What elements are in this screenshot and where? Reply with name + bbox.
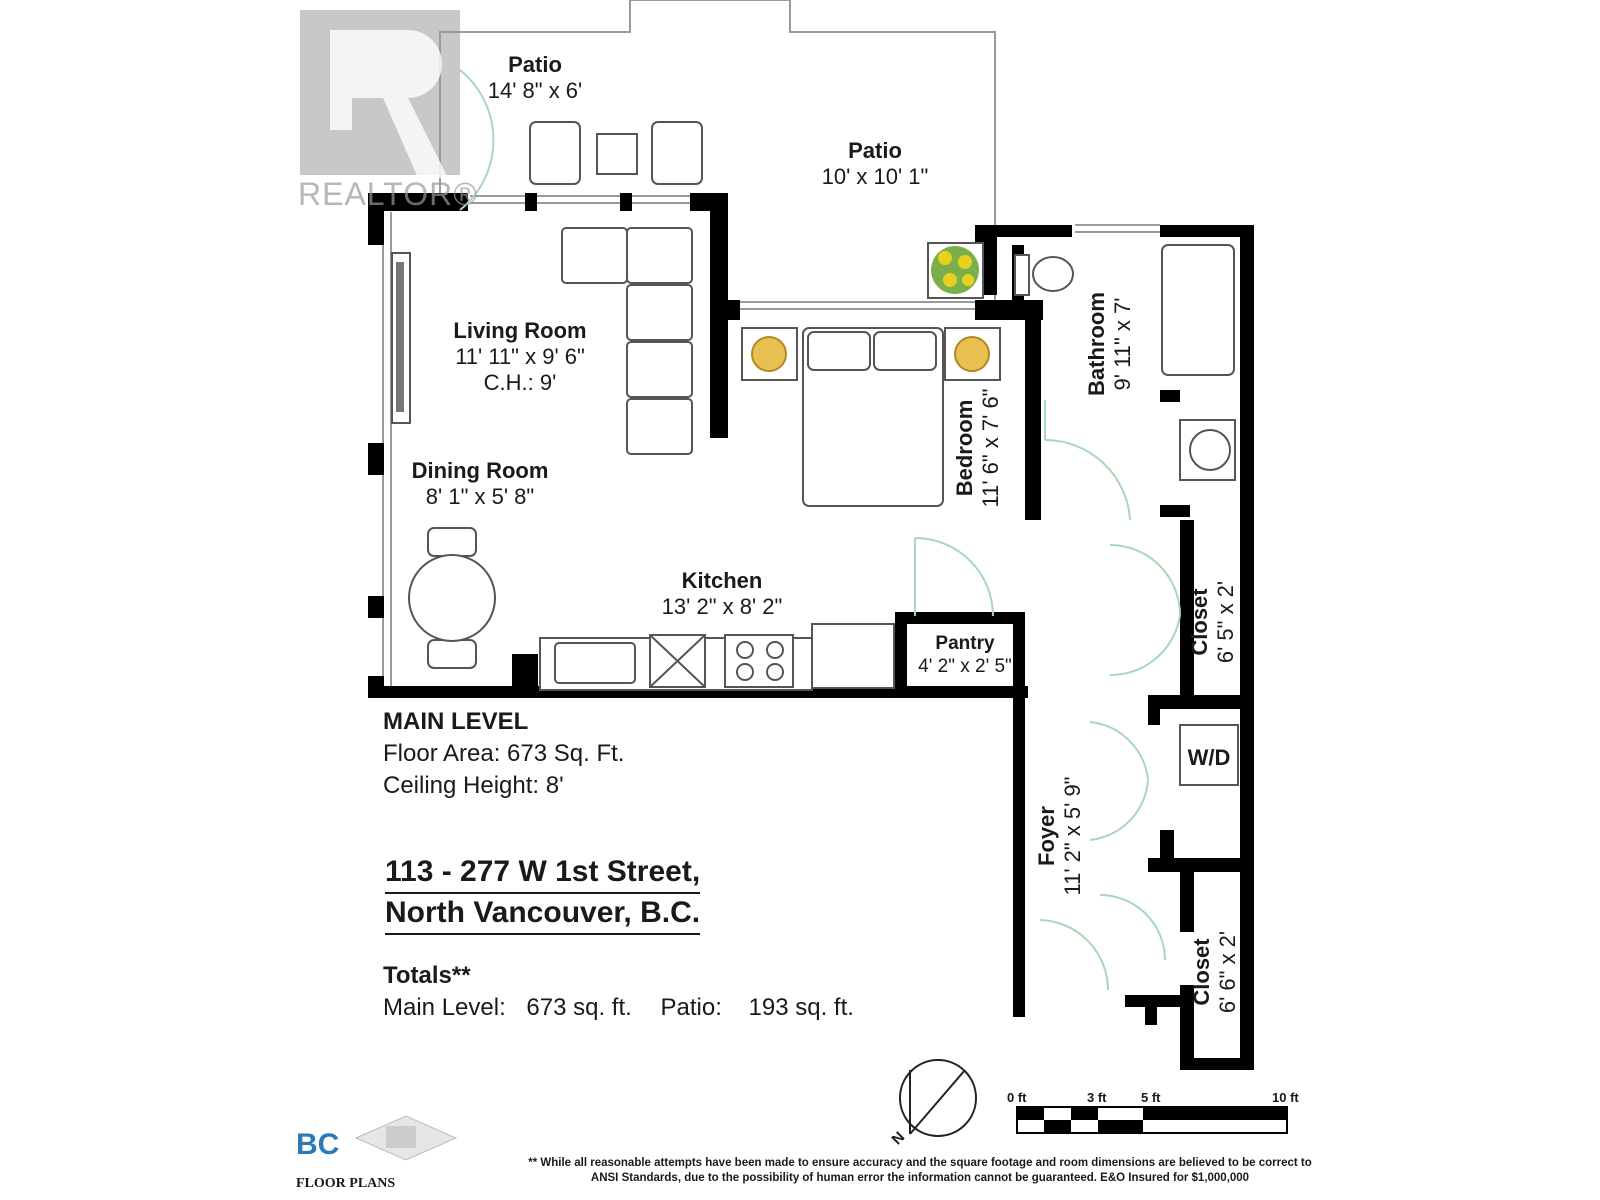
- scale-mark-0: 0 ft: [1007, 1090, 1027, 1105]
- door-swings: [459, 69, 1181, 991]
- room-name: Living Room: [453, 318, 587, 343]
- room-dims: 14' 8" x 6': [487, 78, 583, 103]
- dining-table: [408, 527, 496, 669]
- room-name: Bedroom: [952, 399, 977, 497]
- room-name: W/D: [1187, 745, 1231, 770]
- room-name: Kitchen: [681, 568, 763, 593]
- floor-area: Floor Area: 673 Sq. Ft.: [383, 740, 625, 767]
- room-name: Foyer: [1034, 806, 1059, 866]
- patio-furniture: [529, 121, 703, 185]
- realtor-watermark: REALTOR®: [298, 8, 477, 213]
- disclaimer-text: ** While all reasonable attempts have be…: [528, 1157, 1312, 1184]
- bedroom-label: Bedroom 11' 6" x 7' 6": [952, 378, 1004, 518]
- living-room-label: Living Room 11' 11" x 9' 6" C.H.: 9': [440, 318, 600, 396]
- patio-outline: [439, 0, 996, 308]
- totals-title: Totals**: [383, 962, 471, 989]
- room-dims: 8' 1" x 5' 8": [425, 484, 535, 509]
- closet-lower-label: Closet 6' 6" x 2': [1189, 917, 1241, 1027]
- room-name: Pantry: [935, 633, 995, 654]
- totals-main-label: Main Level:: [383, 994, 506, 1021]
- kitchen-label: Kitchen 13' 2" x 8' 2": [652, 568, 792, 620]
- patio-small-label: Patio 14' 8" x 6': [480, 52, 590, 104]
- scale-mark-10: 10 ft: [1272, 1090, 1299, 1105]
- room-dims: 11' 6" x 7' 6": [978, 388, 1003, 508]
- room-name: Dining Room: [411, 458, 549, 483]
- level-info: MAIN LEVEL Floor Area: 673 Sq. Ft. Ceili…: [383, 706, 624, 802]
- wd-label: W/D: [1184, 745, 1234, 771]
- totals-patio-value: 193 sq. ft.: [748, 994, 854, 1021]
- totals-patio-label: Patio:: [660, 994, 722, 1021]
- bathroom-fixtures: [1014, 244, 1236, 481]
- room-name: Patio: [508, 52, 562, 77]
- bc-logo-text: BC: [296, 1128, 340, 1161]
- room-extra: C.H.: 9': [483, 370, 557, 395]
- room-dims: 11' 2" x 5' 9": [1060, 776, 1085, 896]
- bathroom-label: Bathroom 9' 11" x 7': [1084, 279, 1136, 409]
- totals-main-value: 673 sq. ft.: [526, 994, 632, 1021]
- address-line-2: North Vancouver, B.C.: [385, 893, 701, 935]
- sofa: [561, 227, 693, 455]
- room-dims: 4' 2" x 2' 5": [918, 656, 1012, 677]
- room-dims: 9' 11" x 7': [1110, 297, 1135, 391]
- compass: [899, 1059, 977, 1137]
- foyer-label: Foyer 11' 2" x 5' 9": [1034, 776, 1086, 896]
- pantry-label: Pantry 4' 2" x 2' 5": [905, 632, 1025, 678]
- planter: [927, 242, 984, 299]
- room-dims: 10' x 10' 1": [821, 164, 929, 189]
- room-dims: 6' 5" x 2': [1213, 580, 1238, 664]
- ceiling-height: Ceiling Height: 8': [383, 772, 564, 799]
- bed: [741, 327, 1001, 507]
- realtor-text: REALTOR®: [298, 176, 478, 212]
- room-name: Closet: [1187, 588, 1212, 656]
- bc-logo-subtext: FLOOR PLANS: [296, 1176, 396, 1191]
- room-name: Closet: [1189, 938, 1214, 1006]
- room-dims: 6' 6" x 2': [1215, 930, 1240, 1014]
- kitchen-counter: [539, 623, 895, 691]
- room-name: Patio: [848, 138, 902, 163]
- closet-upper-label: Closet 6' 5" x 2': [1187, 567, 1239, 677]
- dining-room-label: Dining Room 8' 1" x 5' 8": [405, 458, 555, 510]
- wd-unit: [1179, 724, 1239, 786]
- scale-mark-3: 3 ft: [1087, 1090, 1107, 1105]
- level-title: MAIN LEVEL: [383, 708, 529, 735]
- bc-logo-icon: [354, 1115, 458, 1161]
- room-name: Bathroom: [1084, 292, 1109, 396]
- address-line-1: 113 - 277 W 1st Street,: [385, 852, 701, 894]
- scale-bar: [1016, 1106, 1288, 1134]
- scale-mark-5: 5 ft: [1141, 1090, 1161, 1105]
- room-dims: 11' 11" x 9' 6": [455, 344, 585, 369]
- realtor-logo-icon: [300, 10, 460, 178]
- patio-large-label: Patio 10' x 10' 1": [815, 138, 935, 190]
- totals-block: Totals** Main Level: 673 sq. ft. Patio: …: [383, 960, 854, 1024]
- room-dims: 13' 2" x 8' 2": [661, 594, 783, 619]
